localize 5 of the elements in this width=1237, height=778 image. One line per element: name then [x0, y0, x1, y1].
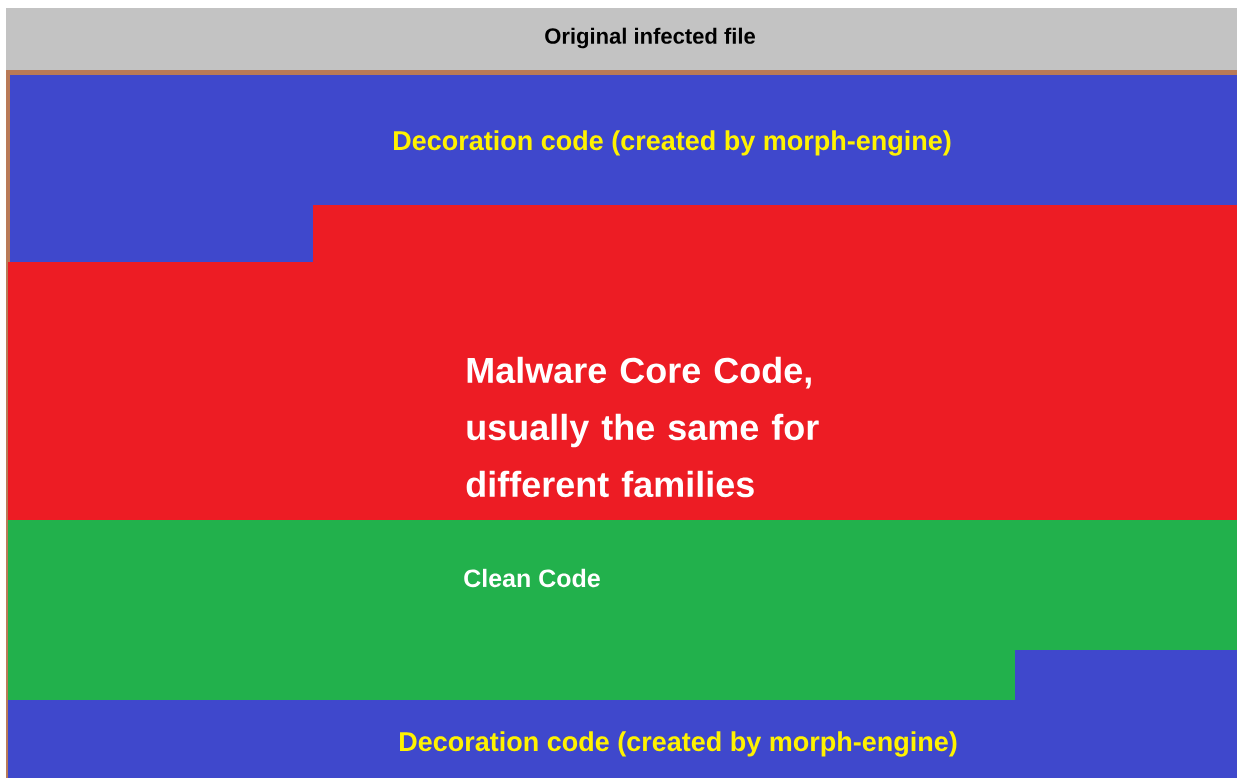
node-label: Original infected file: [545, 27, 755, 49]
decoration-band: Decoration code (created by morph-engine): [8, 650, 1237, 778]
decoration-band: Decoration code (created by morph-engine): [10, 75, 1237, 262]
clean-code-band: Clean Code: [8, 520, 1237, 700]
core-code-band: Malware Core Code, usually the same for different families: [8, 205, 1237, 520]
